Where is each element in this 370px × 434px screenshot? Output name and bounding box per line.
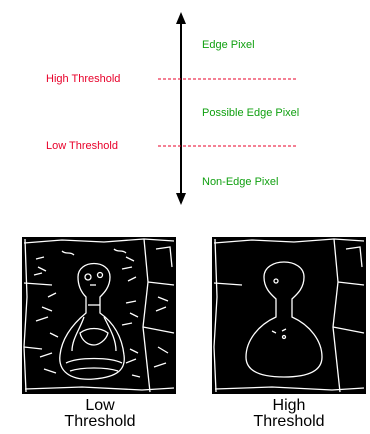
low-threshold-label: Low Threshold <box>46 140 118 152</box>
axis-arrow-up-icon <box>176 12 186 24</box>
non-edge-pixel-label: Non-Edge Pixel <box>202 176 279 188</box>
high-threshold-caption-line2: Threshold <box>253 413 325 430</box>
axis-arrow-down-icon <box>176 193 186 205</box>
high-threshold-caption: High Threshold <box>209 398 369 430</box>
edge-pixel-label: Edge Pixel <box>202 39 255 51</box>
low-threshold-caption-line2: Threshold <box>64 413 136 430</box>
low-threshold-caption: Low Threshold <box>20 398 180 430</box>
high-threshold-caption-line1: High <box>272 397 306 414</box>
low-threshold-edge-image <box>22 237 176 394</box>
low-threshold-caption-line1: Low <box>85 397 115 414</box>
threshold-diagram <box>158 12 298 205</box>
possible-edge-pixel-label: Possible Edge Pixel <box>202 107 300 119</box>
high-threshold-label: High Threshold <box>46 73 121 85</box>
high-threshold-edge-image <box>212 237 366 394</box>
